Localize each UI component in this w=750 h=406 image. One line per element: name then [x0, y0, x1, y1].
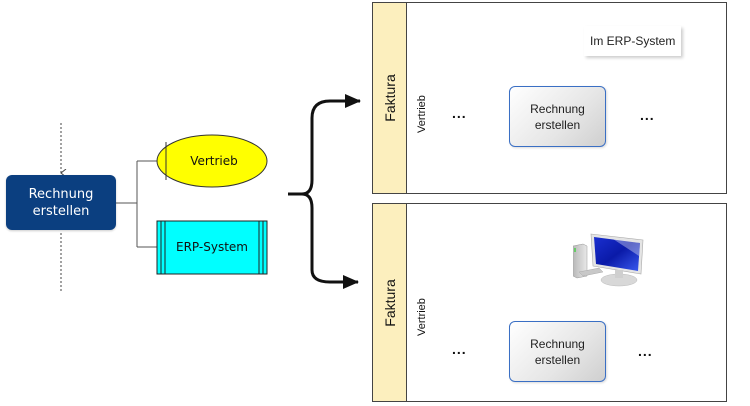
lane-label: Vertrieb: [416, 95, 428, 133]
brace-connector: [288, 94, 361, 196]
org-unit-shape[interactable]: [156, 134, 268, 188]
swimlane-panel-erp-icon: Faktura Vertrieb ... Rechnung erstellen …: [372, 203, 727, 402]
process-rechnung-erstellen[interactable]: Rechnung erstellen: [6, 175, 116, 230]
swimlane-panel-erp-text: Faktura Vertrieb ... Rechnung erstellen …: [372, 2, 727, 194]
computer-icon: [573, 233, 644, 287]
function-label: Rechnung erstellen: [530, 336, 585, 367]
annotation-note: Im ERP-System: [584, 26, 682, 56]
function-rechnung-erstellen[interactable]: Rechnung erstellen: [509, 321, 606, 382]
incoming-ellipsis: ...: [452, 341, 467, 357]
lane-label: Vertrieb: [416, 298, 428, 336]
process-label: Rechnung erstellen: [28, 186, 94, 219]
function-rechnung-erstellen[interactable]: Rechnung erstellen: [509, 86, 606, 147]
outgoing-ellipsis: ...: [640, 107, 655, 123]
system-label: ERP-System: [176, 240, 248, 254]
system-shape[interactable]: [156, 220, 268, 275]
pool-band: Faktura: [373, 204, 407, 401]
function-label: Rechnung erstellen: [530, 101, 585, 132]
org-unit-label: Vertrieb: [190, 154, 238, 168]
incoming-ellipsis: ...: [452, 105, 467, 121]
pool-label: Faktura: [381, 74, 398, 122]
outgoing-ellipsis: ...: [638, 343, 653, 359]
pool-label: Faktura: [381, 278, 398, 327]
pool-band: Faktura: [373, 3, 407, 193]
brace-connector-lower: [301, 192, 359, 289]
